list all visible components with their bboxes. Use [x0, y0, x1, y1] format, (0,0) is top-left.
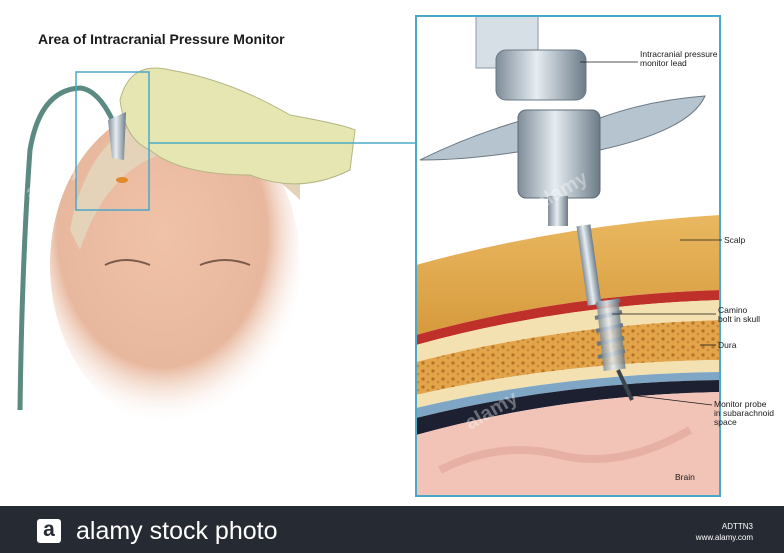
illustration: alamy alamy alamy alamy	[0, 0, 784, 506]
label-probe: Monitor probe in subarachnoid space	[714, 400, 774, 427]
image-id: ADTTN3 www.alamy.com	[696, 521, 753, 543]
label-brain: Brain	[675, 473, 695, 482]
label-lead: Intracranial pressure monitor lead	[640, 50, 717, 68]
image-id-code: ADTTN3	[696, 521, 753, 532]
site-url: www.alamy.com	[696, 532, 753, 543]
label-bolt: Camino bolt in skull	[718, 306, 760, 324]
alamy-logo-icon: a	[37, 519, 61, 543]
brand-text: alamy stock photo	[76, 517, 278, 546]
stock-footer: a alamy stock photo ADTTN3 www.alamy.com	[0, 506, 784, 553]
label-dura: Dura	[718, 341, 736, 350]
diagram-title: Area of Intracranial Pressure Monitor	[38, 31, 285, 47]
svg-text:alamy: alamy	[292, 216, 353, 264]
label-scalp: Scalp	[724, 236, 745, 245]
inset-cross-section	[416, 16, 720, 496]
